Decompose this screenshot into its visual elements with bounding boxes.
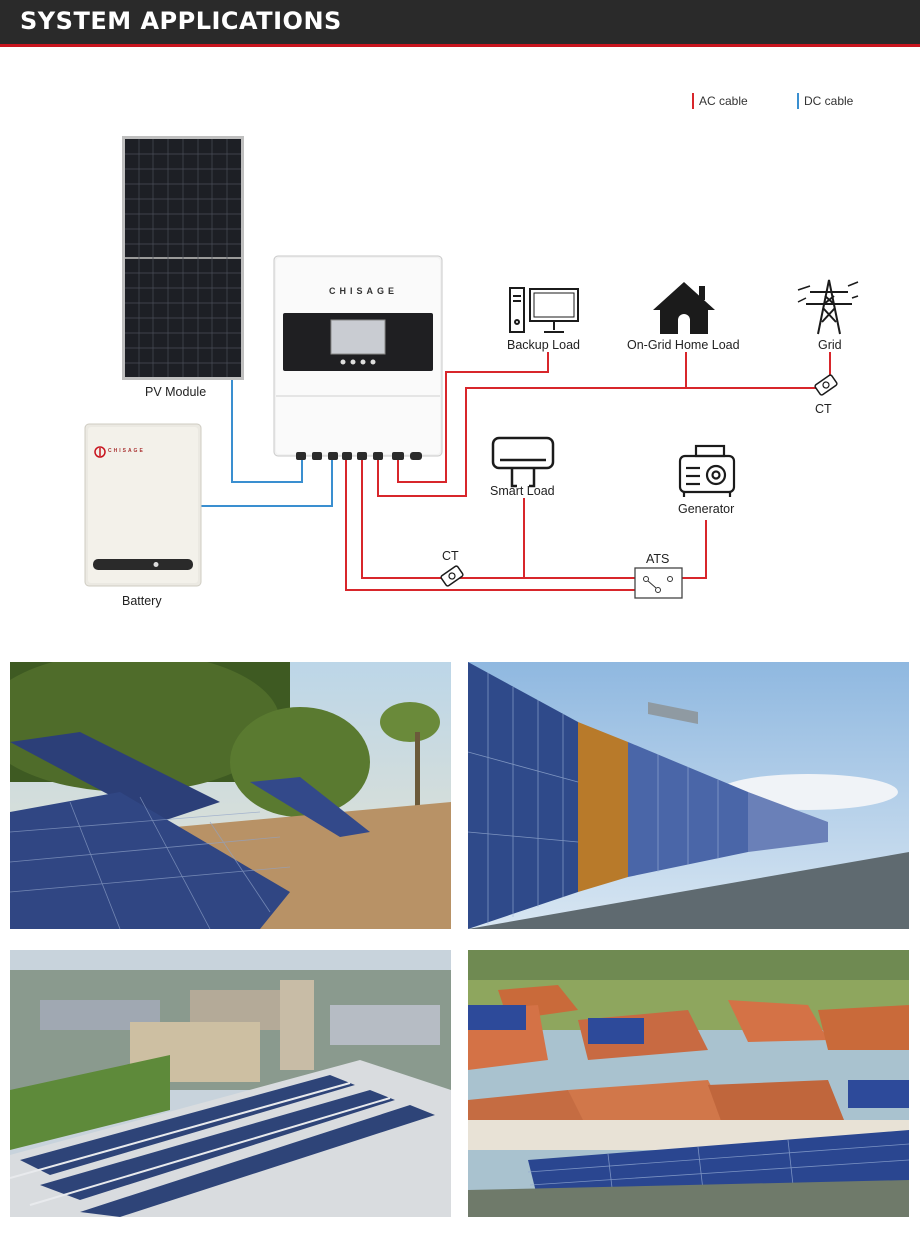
pv-module-label: PV Module — [145, 385, 207, 399]
section-header: SYSTEM APPLICATIONS — [0, 0, 920, 47]
photo-industrial-rooftop-solar — [10, 950, 451, 1217]
house-icon — [653, 282, 715, 334]
dc-cable-battery — [200, 458, 333, 507]
ct-bottom-icon — [440, 565, 464, 587]
section-title: SYSTEM APPLICATIONS — [20, 7, 342, 35]
computer-icon — [509, 287, 579, 333]
photo-building-facade-solar — [468, 662, 909, 929]
ats-label: ATS — [646, 552, 670, 566]
ct-bottom-label: CT — [442, 549, 459, 563]
battery-brand: CHISAGE — [108, 448, 145, 454]
ats-switch — [634, 567, 683, 599]
legend-dc-cable: DC cable — [797, 93, 853, 109]
on-grid-home-load-label: On-Grid Home Load — [627, 338, 740, 352]
smart-load-icon — [491, 436, 555, 488]
ct-sensor-icon — [814, 374, 838, 396]
dc-cables — [200, 378, 333, 507]
generator-icon — [678, 444, 736, 497]
ac-cable-ct — [361, 458, 707, 579]
photo-ground-mounted-solar — [10, 662, 451, 929]
backup-load-label: Backup Load — [507, 338, 580, 352]
battery — [84, 423, 202, 587]
ac-cable-ats — [345, 458, 636, 591]
inverter-brand: CHISAGE — [329, 286, 399, 296]
power-pylon-icon — [797, 279, 859, 335]
smart-load-label: Smart Load — [490, 484, 555, 498]
grid-label: Grid — [818, 338, 842, 352]
system-diagram — [84, 136, 859, 599]
ac-cable-backup — [397, 352, 549, 483]
inverter — [273, 255, 443, 460]
photo-residential-rooftop-solar — [468, 950, 909, 1217]
generator-label: Generator — [678, 502, 735, 516]
ct-grid-label: CT — [815, 402, 832, 416]
battery-label: Battery — [122, 594, 162, 608]
dc-cable-pv — [231, 378, 303, 483]
pv-module — [122, 136, 244, 380]
legend-ac-cable: AC cable — [692, 93, 748, 109]
